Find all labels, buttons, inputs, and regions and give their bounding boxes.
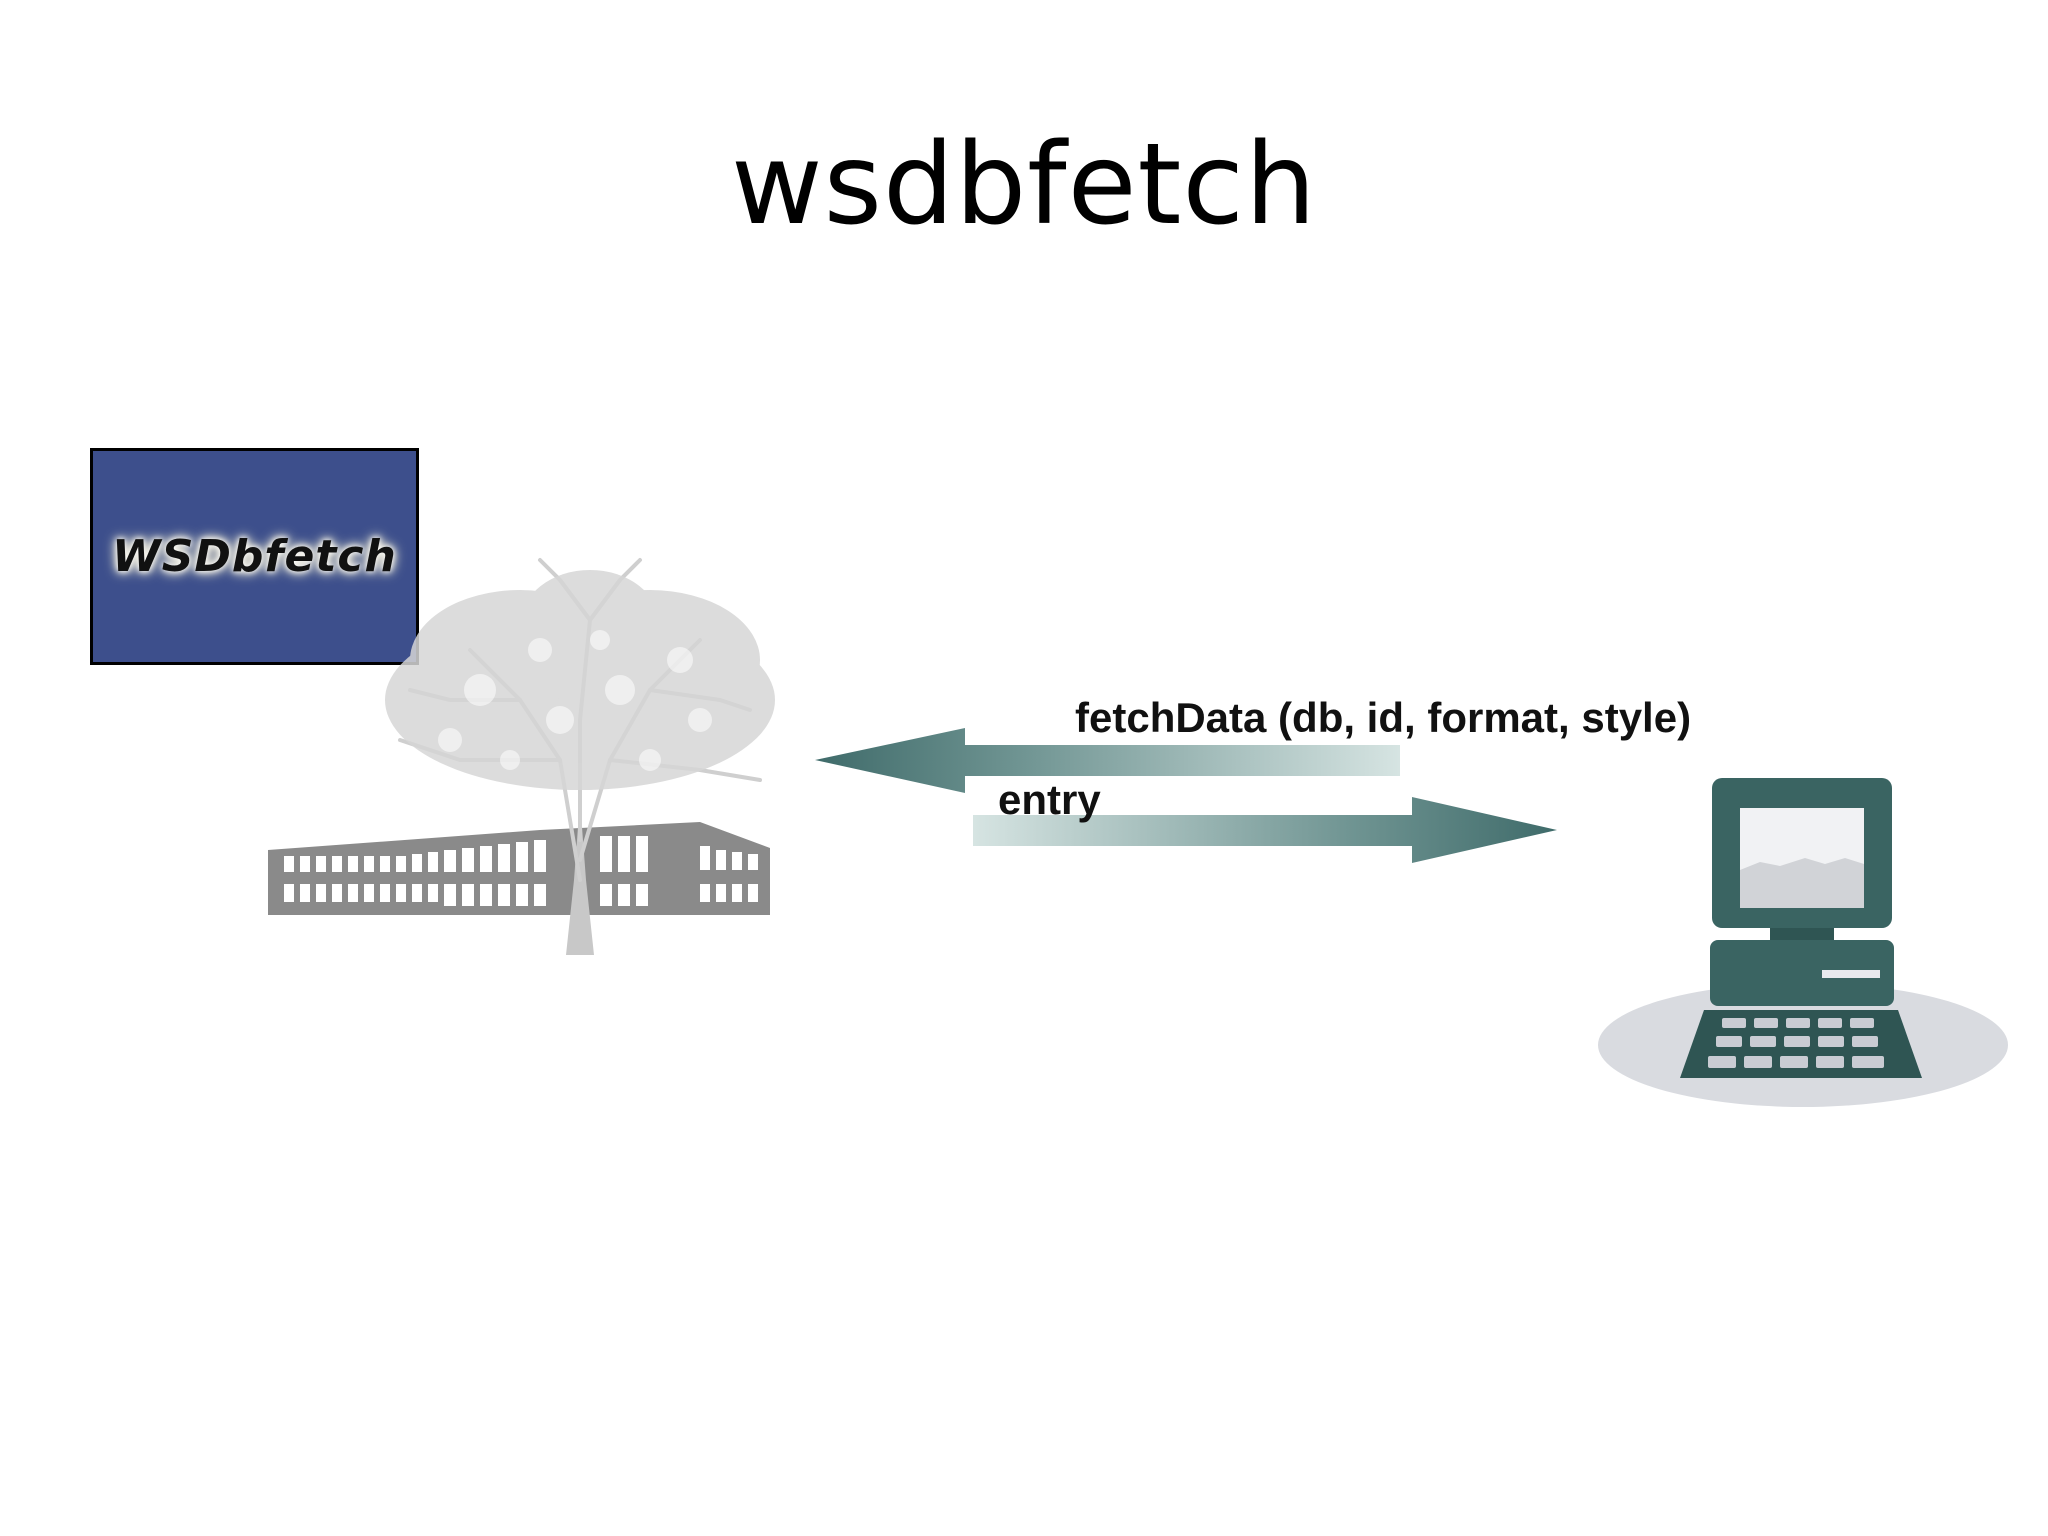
request-label: fetchData (db, id, format, style) xyxy=(1075,694,1692,741)
response-label: entry xyxy=(998,776,1101,823)
wsdbfetch-logo: WSDbfetch xyxy=(90,448,419,665)
slide-title: wsdbfetch xyxy=(731,120,1317,250)
logo-text: WSDbfetch xyxy=(112,531,397,582)
response-arrow xyxy=(973,797,1557,863)
request-arrow xyxy=(815,728,1400,793)
